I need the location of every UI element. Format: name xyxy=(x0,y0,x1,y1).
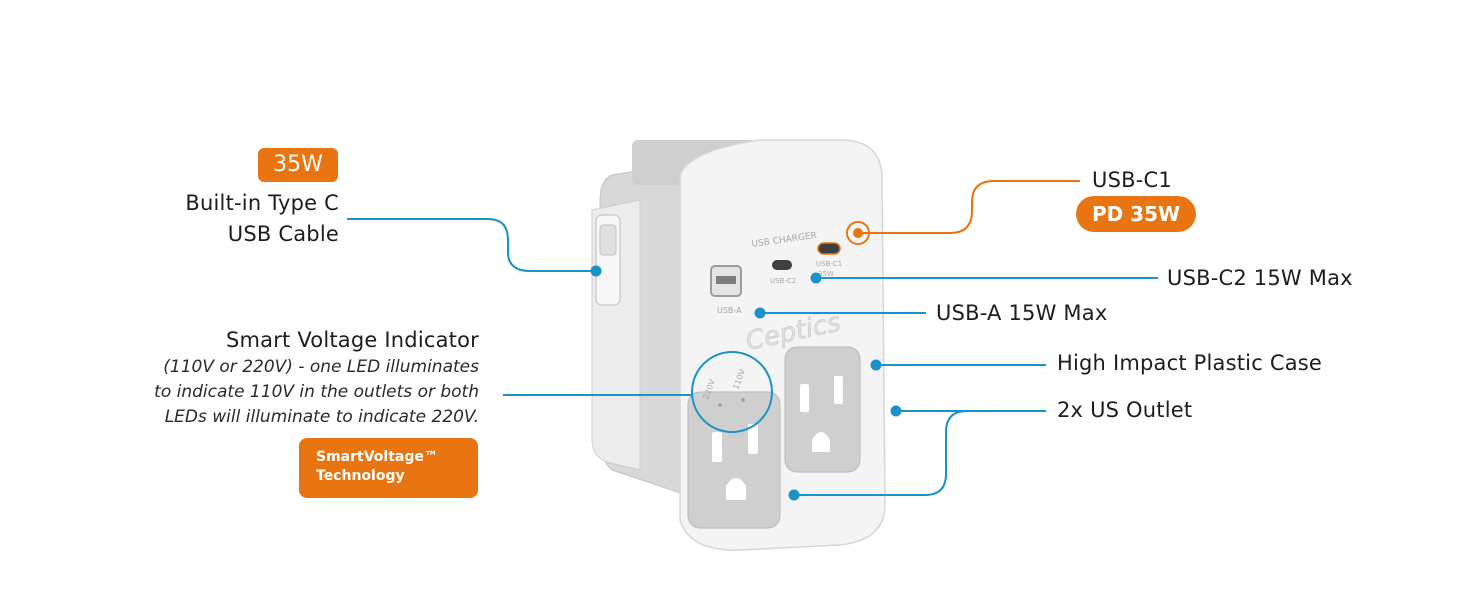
cable-power-badge: 35W xyxy=(258,148,338,182)
leader-lines xyxy=(347,218,1158,496)
leader-outlet-branch xyxy=(794,410,968,496)
leader-cable xyxy=(347,218,596,272)
usbc1-power-badge: PD 35W xyxy=(1076,196,1196,232)
cable-label-line2: USB Cable xyxy=(227,222,339,246)
leader-dots xyxy=(590,265,902,501)
usb-c1-port xyxy=(817,242,841,255)
voltage-title: Smart Voltage Indicator xyxy=(225,328,479,352)
cable-label-line1: Built-in Type C xyxy=(185,191,339,215)
smartvoltage-badge-line1: SmartVoltage™ xyxy=(316,449,438,465)
smartvoltage-badge-line2: Technology xyxy=(316,468,405,484)
voltage-desc-line1: (110V or 220V) - one LED illuminates xyxy=(163,357,479,377)
voltage-desc-line3: LEDs will illuminate to indicate 220V. xyxy=(164,407,479,427)
outlet-label: 2x US Outlet xyxy=(1057,398,1193,422)
led-indicator-ring xyxy=(691,351,773,433)
usbc2-label: USB-C2 15W Max xyxy=(1167,266,1353,290)
usb-c1-port-label: USB-C1 xyxy=(816,260,842,268)
voltage-desc-line2: to indicate 110V in the outlets or both xyxy=(154,382,479,402)
leader-usbc1 xyxy=(860,180,1080,234)
usb-a-port-label: USB-A xyxy=(717,306,742,315)
outlet-right xyxy=(784,346,861,473)
usb-c2-port xyxy=(772,260,792,270)
usbc1-target xyxy=(846,221,870,245)
usb-c1-port-watt: 35W xyxy=(818,270,834,278)
usba-label: USB-A 15W Max xyxy=(936,301,1108,325)
case-label: High Impact Plastic Case xyxy=(1057,351,1323,375)
usbc1-label: USB-C1 xyxy=(1092,168,1172,192)
usb-c2-port-label: USB-C2 xyxy=(770,277,796,285)
smartvoltage-badge: SmartVoltage™ Technology xyxy=(299,438,478,498)
